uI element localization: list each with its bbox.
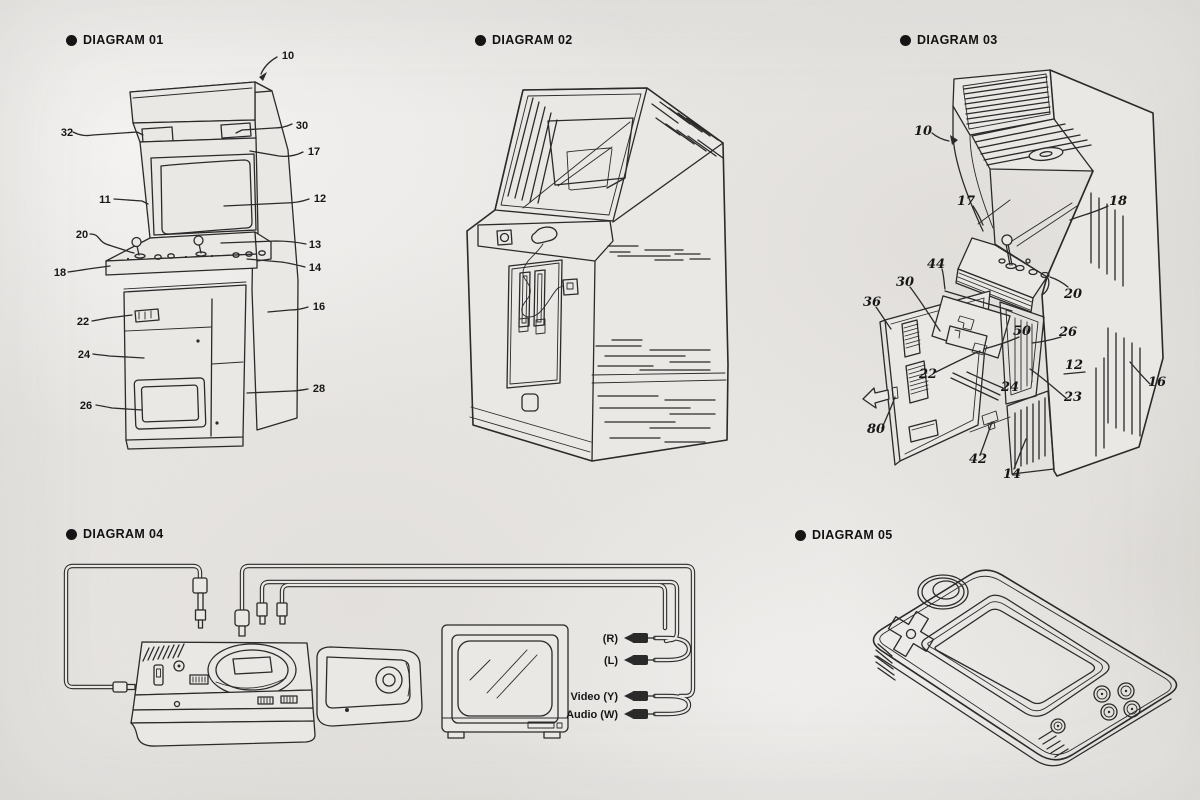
- bullet-icon: [66, 34, 77, 46]
- bullet-icon: [66, 528, 77, 540]
- handheld-console-drawing: [872, 569, 1178, 767]
- leader-lines: [67, 56, 310, 411]
- console-plugs: [112, 577, 288, 693]
- vent-slots: [142, 643, 185, 662]
- ref-label-18: 18: [54, 267, 66, 279]
- bullet-icon: [475, 34, 486, 46]
- diagram-04-panel: DIAGRAM 04: [40, 520, 720, 790]
- ref-label-11: 11: [99, 194, 111, 206]
- pcb-tray: [931, 290, 1013, 401]
- connector-label-audio-w: Audio (W): [566, 709, 618, 721]
- cabinet-body: [466, 87, 729, 462]
- analog-thumb-pad: [917, 574, 969, 610]
- d-pad: [887, 610, 935, 658]
- ref-label-22: 22: [77, 316, 89, 328]
- connector-label-r: (R): [603, 633, 619, 645]
- ref-label-16: 16: [313, 301, 325, 313]
- ref-label-42: 42: [969, 452, 987, 467]
- joysticks-and-buttons: [126, 235, 266, 261]
- diagram-05-title: DIAGRAM 05: [812, 528, 893, 542]
- door-swing-arrow-icon: [862, 387, 890, 409]
- cables: [63, 563, 696, 717]
- cabinet-body: [862, 69, 1164, 477]
- diagram-05-header: DIAGRAM 05: [795, 529, 893, 542]
- ref-label-23: 23: [1063, 390, 1082, 405]
- ref-label-13: 13: [309, 239, 321, 251]
- ref-label-24: 24: [78, 349, 91, 361]
- ref-label-18: 18: [1109, 194, 1127, 209]
- connector-label-l: (L): [604, 655, 618, 667]
- diagram-03-panel: DIAGRAM 03: [860, 28, 1200, 498]
- ref-label-30: 30: [296, 120, 308, 132]
- diagram-05-panel: DIAGRAM 05: [780, 520, 1200, 780]
- grip-hatching: [874, 643, 1069, 758]
- start-button: [1050, 718, 1066, 734]
- rca-connectors: (R) (L) Video (Y) Audio (W): [566, 633, 656, 721]
- ref-label-32: 32: [61, 127, 73, 139]
- ref-label-22: 22: [918, 367, 937, 382]
- ref-label-80: 80: [867, 422, 885, 437]
- ref-label-14: 14: [309, 262, 322, 274]
- ref-label-16: 16: [1148, 375, 1166, 390]
- ref-label-12-underlined: 12: [1065, 358, 1083, 373]
- diagram-01-title: DIAGRAM 01: [83, 33, 164, 47]
- ref-label-20: 20: [1063, 287, 1082, 302]
- diagram-02-title: DIAGRAM 02: [492, 33, 573, 47]
- ref-label-10: 10: [282, 50, 294, 62]
- diagram-04-header: DIAGRAM 04: [66, 528, 164, 541]
- ref-label-14: 14: [1003, 467, 1021, 482]
- ref-label-50: 50: [1013, 324, 1031, 339]
- cabinet-body: [105, 81, 299, 450]
- ref-label-12: 12: [314, 193, 326, 205]
- arcade-cabinet-front-drawing: 10 32 30 17 11 12 20 13 18 14 22 16 24 2…: [54, 50, 326, 450]
- diagram-02-header: DIAGRAM 02: [475, 34, 573, 47]
- ref-label-24: 24: [1000, 380, 1019, 395]
- screen: [921, 594, 1110, 717]
- face-buttons: [1093, 682, 1141, 721]
- arcade-cabinet-perspective-drawing: [466, 87, 729, 462]
- coin-door: [506, 259, 563, 412]
- ref-label-10: 10: [914, 124, 932, 139]
- ref-label-30: 30: [896, 275, 914, 290]
- side-hatching: [595, 101, 724, 443]
- connector-label-video-y: Video (Y): [571, 691, 619, 703]
- console-tv-hookup-drawing: (R) (L) Video (Y) Audio (W): [63, 563, 696, 747]
- ref-label-17: 17: [957, 194, 975, 209]
- diagram-01-panel: DIAGRAM 01: [40, 28, 380, 478]
- diagram-04-title: DIAGRAM 04: [83, 527, 164, 541]
- reference-numbers: 10 17 18 44 30 36 20 50 26 22 12 16 24 2…: [863, 124, 1166, 482]
- reference-numbers: 10 32 30 17 11 12 20 13 18 14 22 16 24 2…: [54, 50, 326, 412]
- leader-lines: [875, 132, 1151, 470]
- ref-label-36: 36: [863, 295, 881, 310]
- arcade-cabinet-open-door-drawing: 10 17 18 44 30 36 20 50 26 22 12 16 24 2…: [862, 69, 1166, 482]
- ref-label-44: 44: [927, 257, 945, 272]
- side-panel-streaks: [1090, 192, 1141, 457]
- ref-label-26: 26: [1058, 325, 1077, 340]
- ref-label-28: 28: [313, 383, 325, 395]
- diagram-03-header: DIAGRAM 03: [900, 34, 998, 47]
- diagram-01-header: DIAGRAM 01: [66, 34, 164, 47]
- ref-label-20: 20: [76, 229, 88, 241]
- bullet-icon: [795, 529, 806, 541]
- diagram-03-title: DIAGRAM 03: [917, 33, 998, 47]
- glass-hatching: [507, 97, 558, 204]
- tv-set: [441, 624, 569, 739]
- ref-label-26: 26: [80, 400, 92, 412]
- control-deck: [955, 234, 1050, 313]
- shelf-hatching: [974, 123, 1092, 166]
- handheld-body: [872, 569, 1178, 767]
- cd-attachment: [316, 646, 423, 727]
- ref-label-17: 17: [308, 146, 320, 158]
- game-console: [130, 641, 316, 747]
- bullet-icon: [900, 34, 911, 46]
- marquee-hatching: [963, 76, 1051, 125]
- lower-panel-streaks: [1014, 397, 1046, 469]
- diagram-02-panel: DIAGRAM 02: [440, 28, 780, 488]
